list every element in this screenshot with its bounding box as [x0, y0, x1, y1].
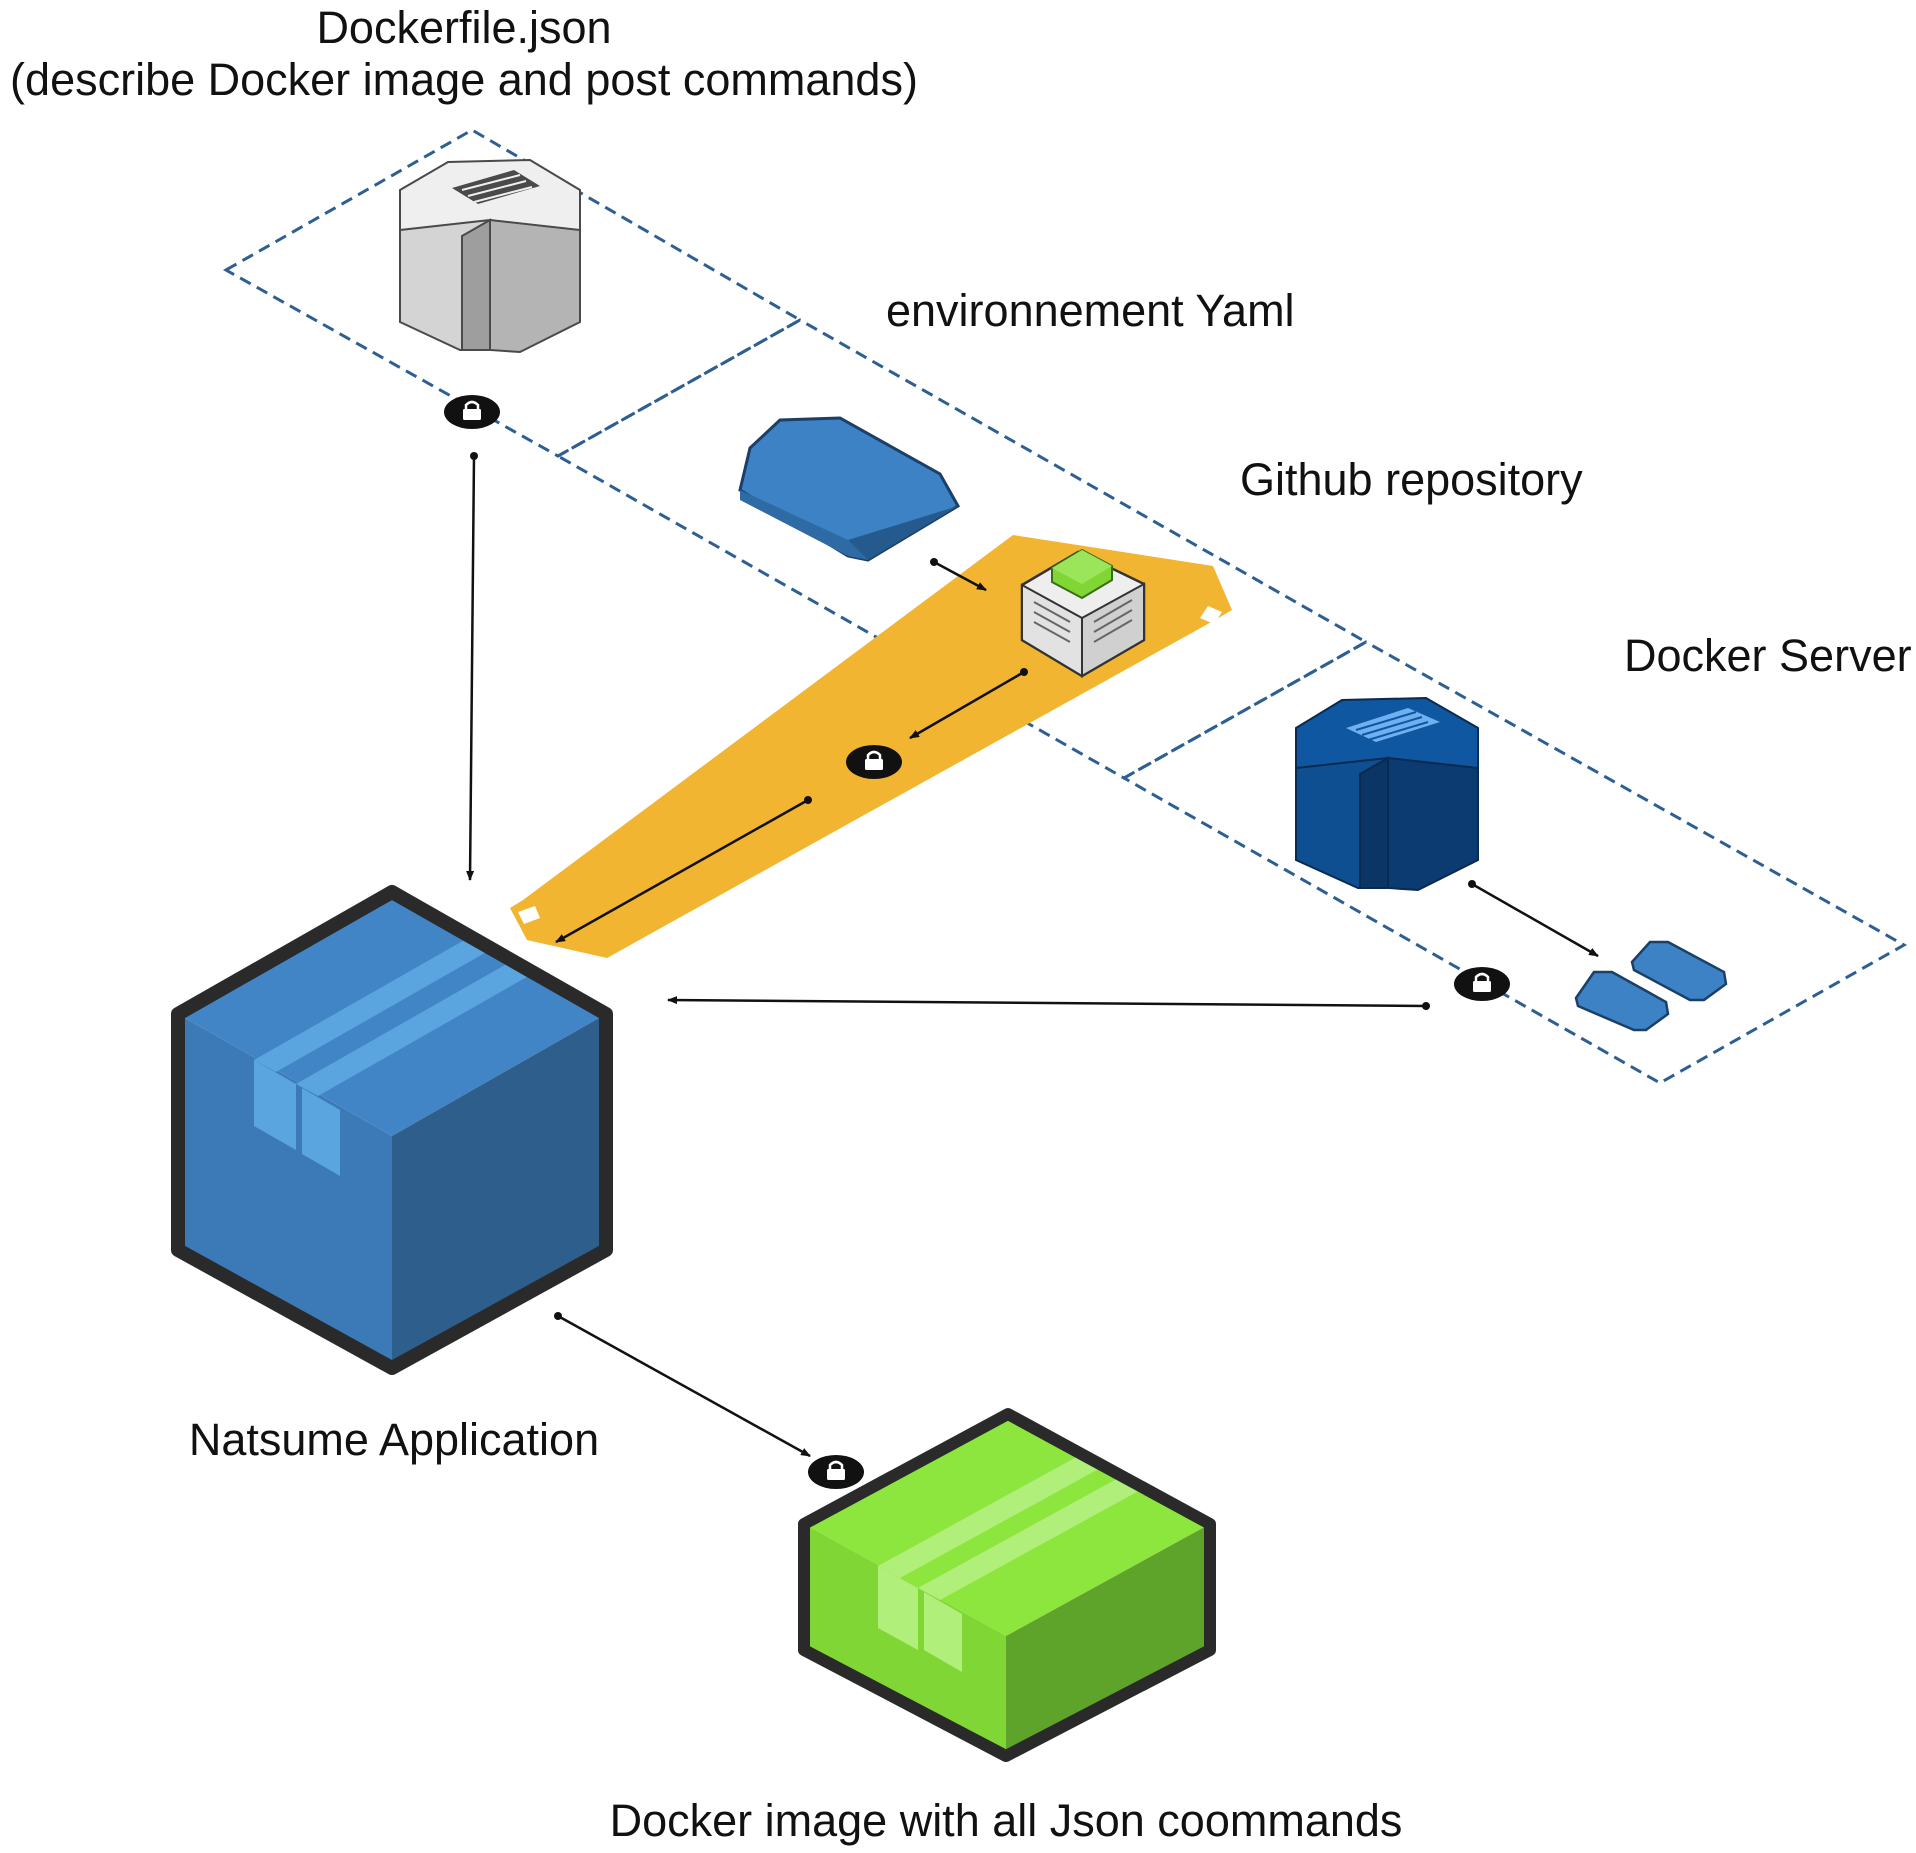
tray-icon: [738, 416, 961, 562]
env-yaml-label: environnement Yaml: [886, 285, 1295, 336]
arrow-server-to-images: [1468, 880, 1599, 958]
arrow-pipe-to-app: [555, 796, 812, 944]
dockerfile-zone: [222, 128, 804, 458]
server-icon: [1295, 696, 1479, 892]
arrow-dockerfile-to-app: [466, 452, 478, 881]
lock-icon: [1452, 965, 1512, 1003]
repository-icon: [1020, 548, 1146, 678]
lock-icon: [442, 393, 502, 431]
dockerfile-subtitle: (describe Docker image and post commands…: [10, 54, 918, 105]
github-repo-label: Github repository: [1240, 454, 1583, 505]
dockerfile-title: Dockerfile.json: [316, 2, 612, 53]
docker-image-label: Docker image with all Json coommands: [609, 1795, 1403, 1846]
arrow-yaml-to-github: [930, 558, 987, 592]
docker-server-label: Docker Server: [1624, 630, 1912, 681]
tray-icon: [1574, 940, 1728, 1032]
package-icon: [798, 1408, 1216, 1762]
natsume-app-label: Natsume Application: [188, 1414, 600, 1465]
docker-server-zone: [1120, 640, 1908, 1085]
arrow-app-to-image: [554, 1312, 811, 1458]
lock-icon: [844, 743, 904, 781]
server-icon: [399, 158, 581, 354]
arrow-server-to-app: [667, 996, 1430, 1010]
arrow-github-to-lock: [909, 668, 1028, 740]
package-icon: [171, 885, 613, 1375]
lock-icon: [806, 1453, 866, 1491]
